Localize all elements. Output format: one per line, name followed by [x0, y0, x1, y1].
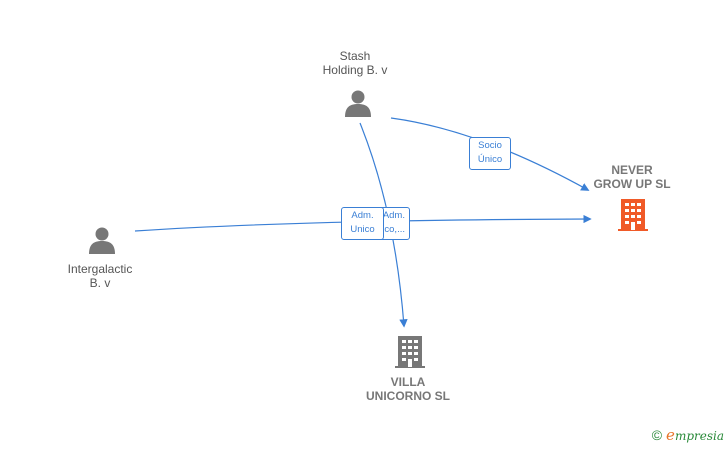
building-icon[interactable]: [617, 198, 649, 232]
edge-label-adm-unico-front[interactable]: Adm. Unico: [341, 207, 384, 240]
node-label-never-grow-up: NEVER GROW UP SL: [593, 163, 671, 191]
person-icon[interactable]: [87, 225, 117, 255]
copyright-symbol: ©: [651, 427, 663, 443]
node-label-intergalactic: Intergalactic B. v: [67, 262, 133, 290]
person-icon[interactable]: [343, 88, 373, 118]
building-icon[interactable]: [394, 335, 426, 369]
empresia-logo-text: mpresia: [674, 429, 724, 443]
edge-intergalactic-to-never-grow-up: [134, 214, 592, 232]
empresia-logo: empresia: [666, 426, 724, 444]
empresia-logo-initial: e: [666, 426, 675, 444]
edge-label-socio-unico[interactable]: Socio Único: [469, 137, 511, 170]
node-label-stash-holding: Stash Holding B. v: [322, 49, 388, 77]
node-label-villa-unicorno: VILLA UNICORNO SL: [366, 375, 450, 403]
empresia-watermark: © empresia: [652, 426, 724, 444]
